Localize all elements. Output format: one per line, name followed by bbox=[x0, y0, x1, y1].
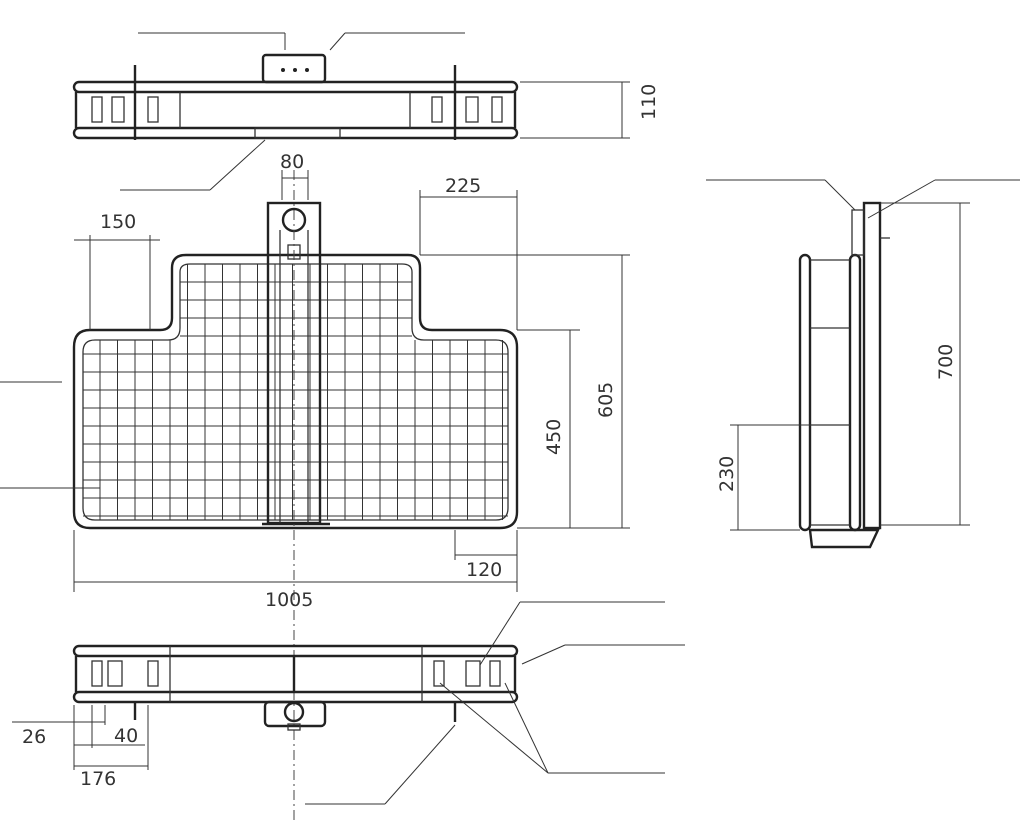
dim-225: 225 bbox=[445, 175, 481, 197]
bottom-view: 26 40 176 bbox=[12, 601, 685, 805]
dim-80: 80 bbox=[280, 151, 304, 173]
mesh-grid bbox=[83, 264, 508, 520]
dim-450: 450 bbox=[543, 419, 565, 455]
dim-1005: 1005 bbox=[265, 589, 313, 611]
dim-230: 230 bbox=[716, 456, 738, 492]
dim-700: 700 bbox=[935, 344, 957, 380]
dim-176: 176 bbox=[80, 768, 116, 790]
side-view: 700 230 bbox=[706, 179, 1020, 549]
dim-40: 40 bbox=[114, 725, 138, 747]
dim-150: 150 bbox=[100, 211, 136, 233]
front-view: 80 225 150 605 450 120 1005 bbox=[0, 151, 630, 820]
top-view: 110 bbox=[72, 32, 660, 191]
dim-26: 26 bbox=[22, 726, 46, 748]
dim-605: 605 bbox=[595, 382, 617, 418]
dim-110: 110 bbox=[638, 84, 660, 120]
dim-120: 120 bbox=[466, 559, 502, 581]
